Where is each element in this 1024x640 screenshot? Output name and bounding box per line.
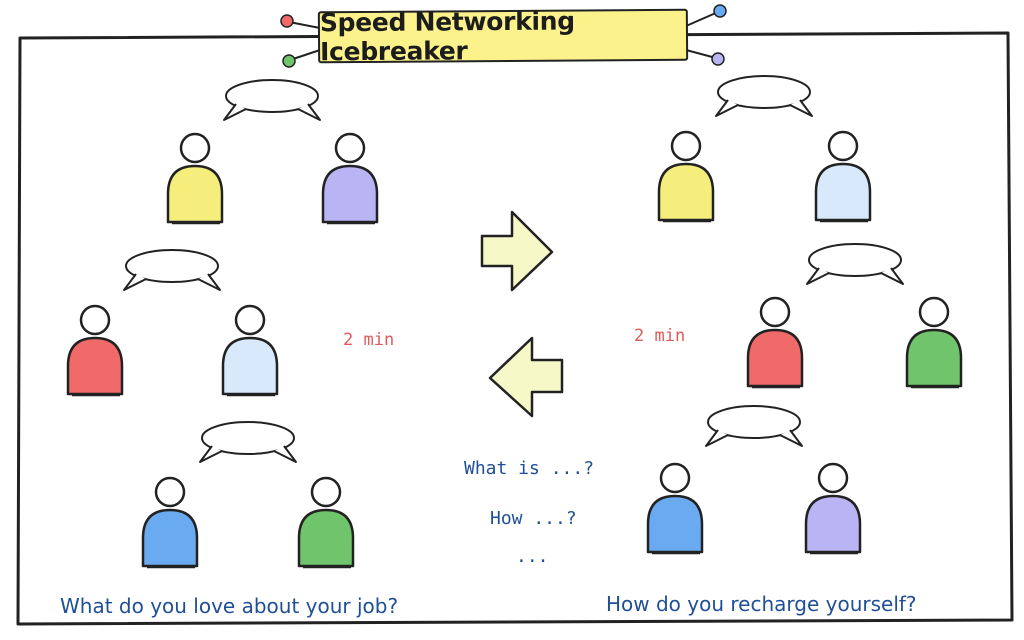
connector-dot-icon xyxy=(711,52,725,66)
person-icon xyxy=(297,476,355,569)
timer-label-left: 2 min xyxy=(343,330,395,350)
speech-bubble-icon xyxy=(715,75,813,117)
bubble-tail-left xyxy=(123,273,147,291)
bubble-tail-right xyxy=(197,273,221,291)
arrow-left-icon xyxy=(488,336,564,418)
conversation-pair xyxy=(746,243,963,389)
person-icon xyxy=(141,476,199,569)
arrow-right-icon xyxy=(480,210,554,292)
person-body xyxy=(66,336,124,396)
question-left: What do you love about your job? xyxy=(60,594,399,618)
bubble-body xyxy=(201,421,295,455)
person-body xyxy=(814,162,872,222)
conversation-pair xyxy=(657,75,872,223)
conversation-pair xyxy=(166,79,379,225)
bubble-body xyxy=(707,405,801,439)
person-head xyxy=(179,132,211,164)
bubble-tail-right xyxy=(297,103,321,121)
diagram-title: Speed Networking Icebreaker xyxy=(319,6,575,67)
bubble-body xyxy=(225,79,319,113)
person-icon xyxy=(646,462,704,555)
person-head xyxy=(659,462,691,494)
person-icon xyxy=(66,304,124,397)
person-body xyxy=(166,164,224,224)
people-layer xyxy=(66,75,963,569)
title-banner: Speed Networking Icebreaker xyxy=(317,6,689,67)
bubble-tail-left xyxy=(705,429,729,447)
bubble-tail-left xyxy=(806,267,830,285)
conversation-pair xyxy=(141,421,355,569)
person-head xyxy=(154,476,186,508)
connector-dot-icon xyxy=(280,14,294,28)
person-icon xyxy=(905,296,963,389)
bubble-tail-right xyxy=(273,445,297,463)
bubble-body xyxy=(125,249,219,283)
person-body xyxy=(141,508,199,568)
timer-label-right: 2 min xyxy=(634,326,686,346)
person-body xyxy=(905,328,963,388)
person-icon xyxy=(657,130,715,223)
person-icon xyxy=(166,132,224,225)
speech-bubble-icon xyxy=(705,405,803,447)
person-icon xyxy=(814,130,872,223)
speech-bubble-icon xyxy=(223,79,321,121)
person-head xyxy=(759,296,791,328)
bubble-tail-right xyxy=(779,429,803,447)
speech-bubble-icon xyxy=(123,249,221,291)
person-body xyxy=(297,508,355,568)
person-body xyxy=(746,328,804,388)
speech-bubble-icon xyxy=(806,243,904,285)
person-head xyxy=(670,130,702,162)
person-icon xyxy=(321,132,379,225)
person-icon xyxy=(746,296,804,389)
person-body xyxy=(321,164,379,224)
bubble-body xyxy=(717,75,811,109)
conversation-pair xyxy=(646,405,862,555)
person-body xyxy=(221,336,279,396)
person-body xyxy=(646,494,704,554)
person-head xyxy=(817,462,849,494)
person-head xyxy=(79,304,111,336)
bubble-tail-right xyxy=(880,267,904,285)
person-icon xyxy=(804,462,862,555)
conversation-pair xyxy=(66,249,279,397)
person-body xyxy=(657,162,715,222)
connector-dot-icon xyxy=(282,54,296,68)
person-head xyxy=(334,132,366,164)
bubble-tail-left xyxy=(199,445,223,463)
bubble-tail-left xyxy=(223,103,247,121)
person-body xyxy=(804,494,862,554)
prompt-how: How ...? xyxy=(490,508,577,529)
bubble-tail-left xyxy=(715,99,739,117)
bubble-tail-right xyxy=(789,99,813,117)
person-head xyxy=(310,476,342,508)
person-head xyxy=(918,296,950,328)
question-right: How do you recharge yourself? xyxy=(606,592,917,616)
prompt-what: What is ...? xyxy=(464,458,595,479)
bubble-body xyxy=(808,243,902,277)
person-head xyxy=(234,304,266,336)
person-head xyxy=(827,130,859,162)
connector-dot-icon xyxy=(713,4,727,18)
person-icon xyxy=(221,304,279,397)
prompt-ellipsis: ... xyxy=(516,546,549,567)
speech-bubble-icon xyxy=(199,421,297,463)
